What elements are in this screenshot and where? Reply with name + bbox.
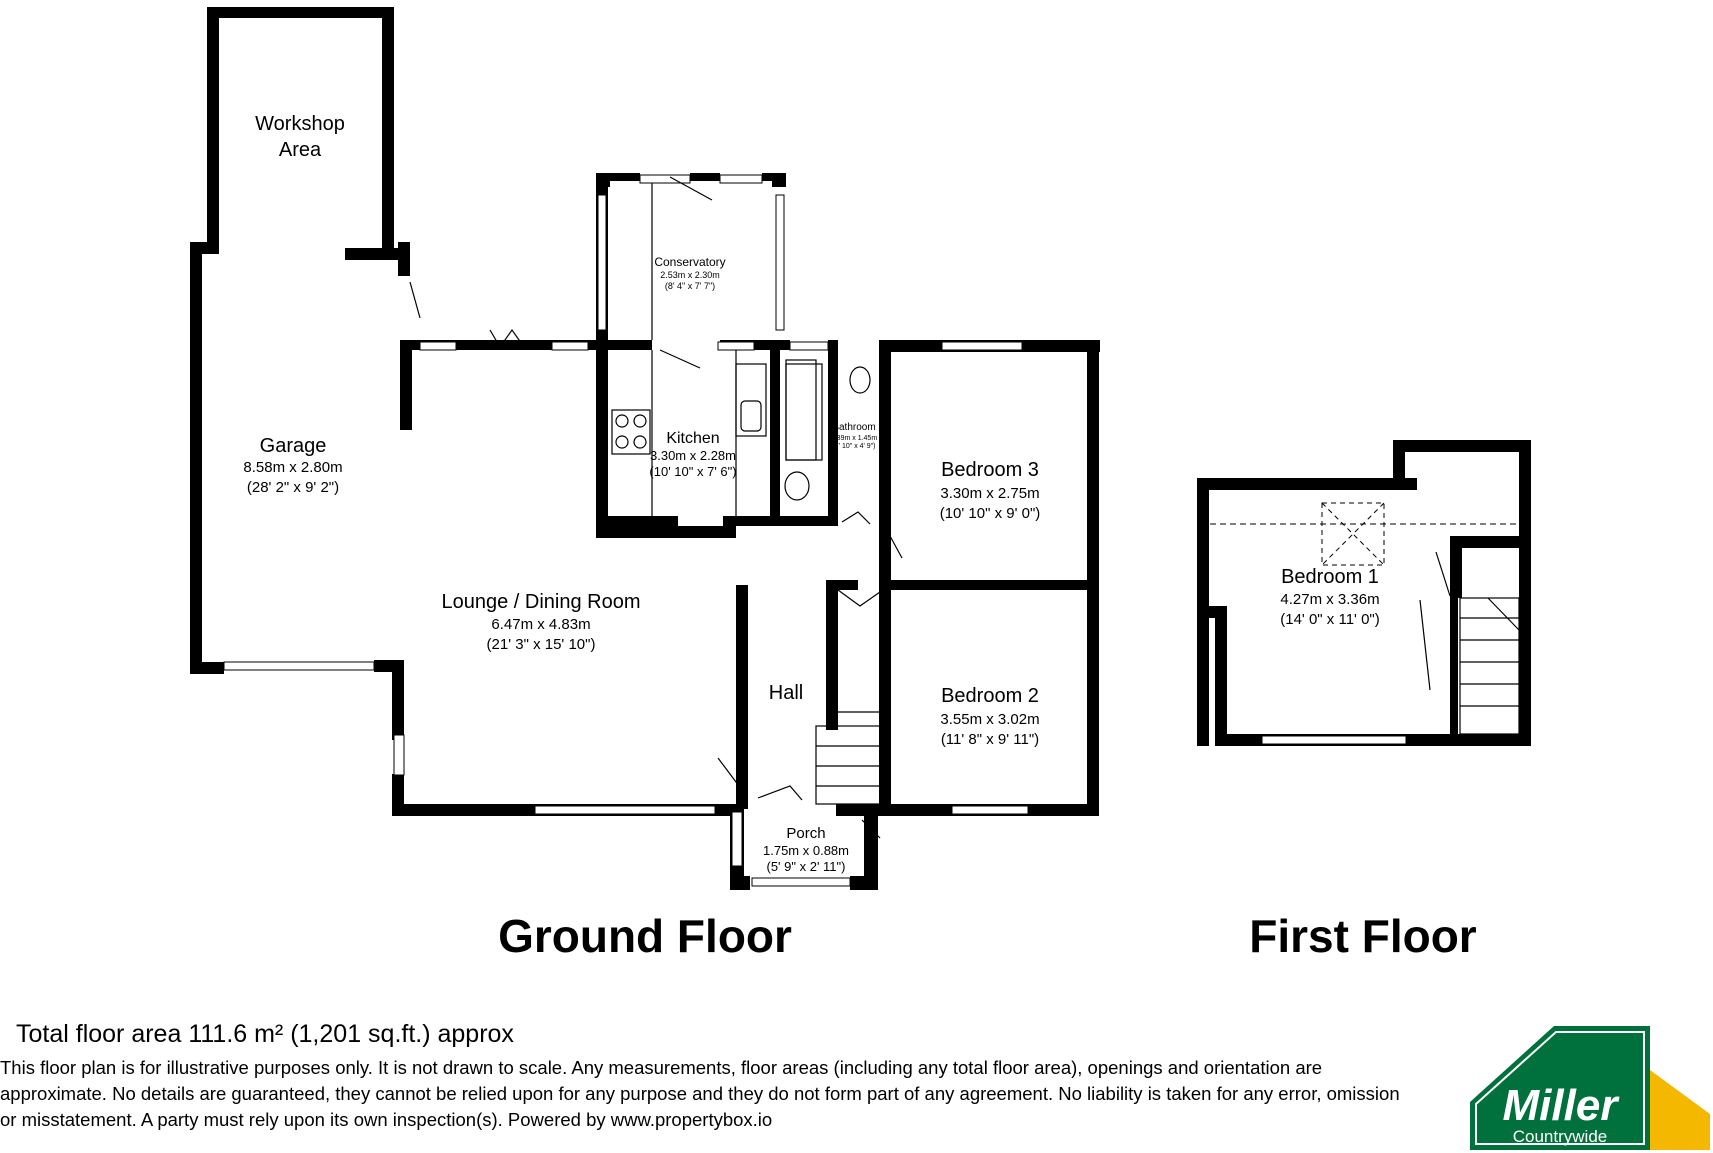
first-floor-walls xyxy=(1197,440,1531,746)
miller-countrywide-logo: Miller Countrywide xyxy=(1470,1026,1710,1150)
bathroom-name: Bathroom xyxy=(832,422,875,433)
room-label-porch: Porch 1.75m x 0.88m (5' 9" x 2' 11") xyxy=(763,825,849,874)
disclaimer-text: This floor plan is for illustrative purp… xyxy=(0,1057,1400,1130)
workshop-name-2: Area xyxy=(279,139,322,161)
conservatory-name: Conservatory xyxy=(654,255,725,269)
bedroom2-imperial: (11' 8" x 9' 11") xyxy=(941,731,1039,748)
first-floor-title: First Floor xyxy=(1249,910,1477,962)
bedroom3-metric: 3.30m x 2.75m xyxy=(940,485,1039,502)
bedroom1-metric: 4.27m x 3.36m xyxy=(1280,591,1379,608)
total-floor-area: Total floor area 111.6 m² (1,201 sq.ft.)… xyxy=(16,1020,514,1048)
conservatory-imperial: (8' 4" x 7' 7") xyxy=(665,281,715,291)
room-label-hall: Hall xyxy=(769,682,803,704)
conservatory-metric: 2.53m x 2.30m xyxy=(660,270,720,280)
bedroom1-name: Bedroom 1 xyxy=(1281,566,1379,588)
bathroom-metric: 2.39m x 1.45m xyxy=(831,435,877,442)
garage-metric: 8.58m x 2.80m xyxy=(243,459,342,476)
room-label-kitchen: Kitchen 3.30m x 2.28m (10' 10" x 7' 6") xyxy=(649,430,736,479)
bedroom2-metric: 3.55m x 3.02m xyxy=(940,711,1039,728)
room-label-bedroom3: Bedroom 3 3.30m x 2.75m (10' 10" x 9' 0"… xyxy=(940,459,1041,522)
bathroom-imperial: (7' 10" x 4' 9") xyxy=(832,443,875,450)
lounge-metric: 6.47m x 4.83m xyxy=(491,616,590,633)
room-label-bedroom2: Bedroom 2 3.55m x 3.02m (11' 8" x 9' 11"… xyxy=(940,685,1039,748)
bedroom2-name: Bedroom 2 xyxy=(941,685,1039,707)
room-label-bathroom: Bathroom 2.39m x 1.45m (7' 10" x 4' 9") xyxy=(831,422,877,450)
kitchen-imperial: (10' 10" x 7' 6") xyxy=(649,464,736,479)
workshop-name: Workshop xyxy=(255,113,345,135)
room-label-conservatory: Conservatory 2.53m x 2.30m (8' 4" x 7' 7… xyxy=(654,255,725,291)
bedroom3-imperial: (10' 10" x 9' 0") xyxy=(940,505,1041,522)
lounge-imperial: (21' 3" x 15' 10") xyxy=(487,636,596,653)
room-label-garage: Garage 8.58m x 2.80m (28' 2" x 9' 2") xyxy=(243,435,342,496)
kitchen-metric: 3.30m x 2.28m xyxy=(650,448,736,463)
svg-text:Countrywide: Countrywide xyxy=(1513,1127,1608,1146)
room-label-workshop: Workshop Area xyxy=(255,113,345,161)
porch-metric: 1.75m x 0.88m xyxy=(763,843,849,858)
lounge-name: Lounge / Dining Room xyxy=(441,591,640,613)
ground-floor-title: Ground Floor xyxy=(498,910,792,962)
porch-imperial: (5' 9" x 2' 11") xyxy=(767,859,846,874)
garage-name: Garage xyxy=(260,435,327,457)
hall-name: Hall xyxy=(769,682,803,704)
porch-name: Porch xyxy=(786,825,825,842)
ground-floor-windows xyxy=(223,174,1029,887)
bedroom3-name: Bedroom 3 xyxy=(941,459,1039,481)
room-label-bedroom1: Bedroom 1 4.27m x 3.36m (14' 0" x 11' 0"… xyxy=(1280,566,1379,628)
svg-text:Miller: Miller xyxy=(1503,1081,1621,1130)
ground-floor-walls xyxy=(190,7,1100,890)
kitchen-name: Kitchen xyxy=(666,430,719,447)
room-label-lounge: Lounge / Dining Room 6.47m x 4.83m (21' … xyxy=(441,591,640,653)
ground-floor-fixtures xyxy=(409,176,903,839)
bedroom1-imperial: (14' 0" x 11' 0") xyxy=(1280,611,1379,628)
garage-imperial: (28' 2" x 9' 2") xyxy=(247,479,339,496)
